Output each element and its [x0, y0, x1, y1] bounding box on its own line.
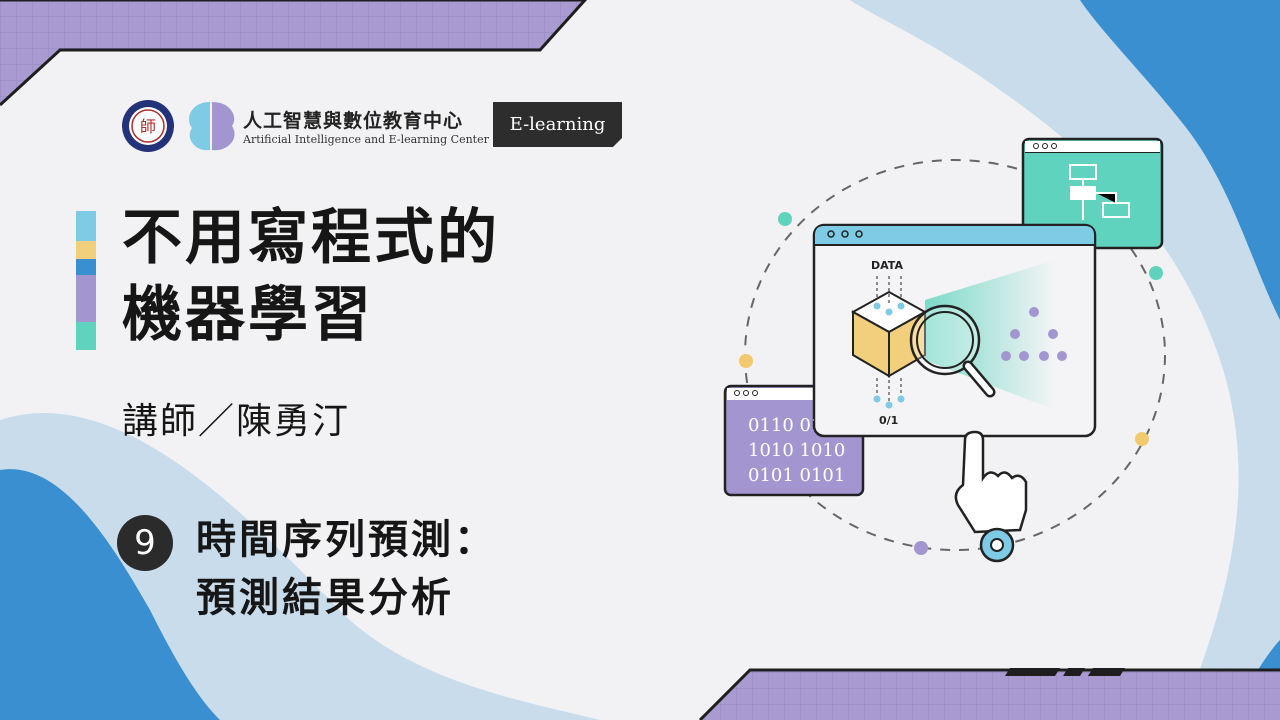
- data-label: DATA: [871, 259, 903, 272]
- org-name-en: Artificial Intelligence and E-learning C…: [243, 133, 489, 146]
- university-seal-logo: 師: [122, 100, 174, 152]
- data-analysis-window: [812, 223, 1097, 438]
- course-title-line1: 不用寫程式的: [122, 203, 500, 273]
- course-title-line2: 機器學習: [122, 280, 374, 350]
- e-learning-badge: E-learning: [493, 102, 622, 147]
- instructor: 講師／陳勇汀: [122, 401, 351, 442]
- episode-number-badge: 9: [117, 515, 173, 571]
- binary-line: 1010 1010: [748, 440, 846, 461]
- pointing-hand-icon: [954, 430, 1028, 563]
- binary-line: 0101 0101: [748, 465, 846, 486]
- episode-title-line2: 預測結果分析: [196, 575, 454, 621]
- episode-title-line1: 時間序列預測：: [196, 517, 497, 563]
- brain-logo: [189, 102, 235, 151]
- svg-text:師: 師: [140, 117, 156, 136]
- output-label: 0/1: [879, 414, 899, 427]
- org-name-zh: 人工智慧與數位教育中心: [243, 110, 464, 132]
